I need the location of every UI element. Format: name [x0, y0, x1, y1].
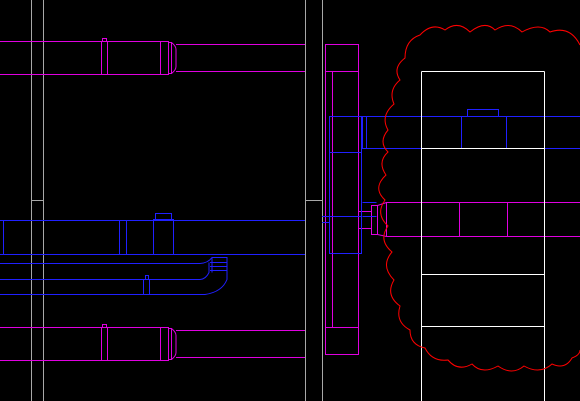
duct-fitting-cap	[467, 109, 499, 117]
blue-duct-main	[0, 213, 362, 255]
blue-vertical-riser	[329, 109, 580, 254]
blue-duct-elbow	[0, 257, 228, 295]
duct-fitting	[101, 41, 108, 75]
duct-fitting-cap	[145, 275, 149, 280]
duct-coupling	[371, 205, 378, 235]
duct-fitting	[143, 279, 150, 295]
duct-fitting	[461, 116, 507, 149]
magenta-duct-top	[0, 38, 305, 75]
elbow-inner	[199, 262, 210, 280]
white-shaft	[421, 71, 545, 401]
duct-coupling	[168, 328, 172, 360]
elbow-outer	[199, 257, 228, 295]
magenta-duct-layer	[0, 38, 580, 361]
duct-fitting-cap	[102, 324, 107, 328]
duct-coupling	[168, 42, 172, 74]
magenta-branch-duct	[358, 202, 580, 237]
column-grid-lines	[31, 0, 323, 401]
duct-coupling	[160, 327, 169, 361]
revision-cloud	[378, 25, 580, 372]
magenta-vertical-riser	[325, 44, 359, 355]
duct-fitting-cap	[102, 38, 107, 42]
duct-fitting	[101, 327, 108, 361]
magenta-duct-bottom	[0, 324, 305, 361]
duct-coupling	[160, 41, 169, 75]
duct-damper	[153, 219, 174, 255]
duct-fitting	[119, 220, 127, 255]
duct-damper-cap	[155, 213, 172, 220]
